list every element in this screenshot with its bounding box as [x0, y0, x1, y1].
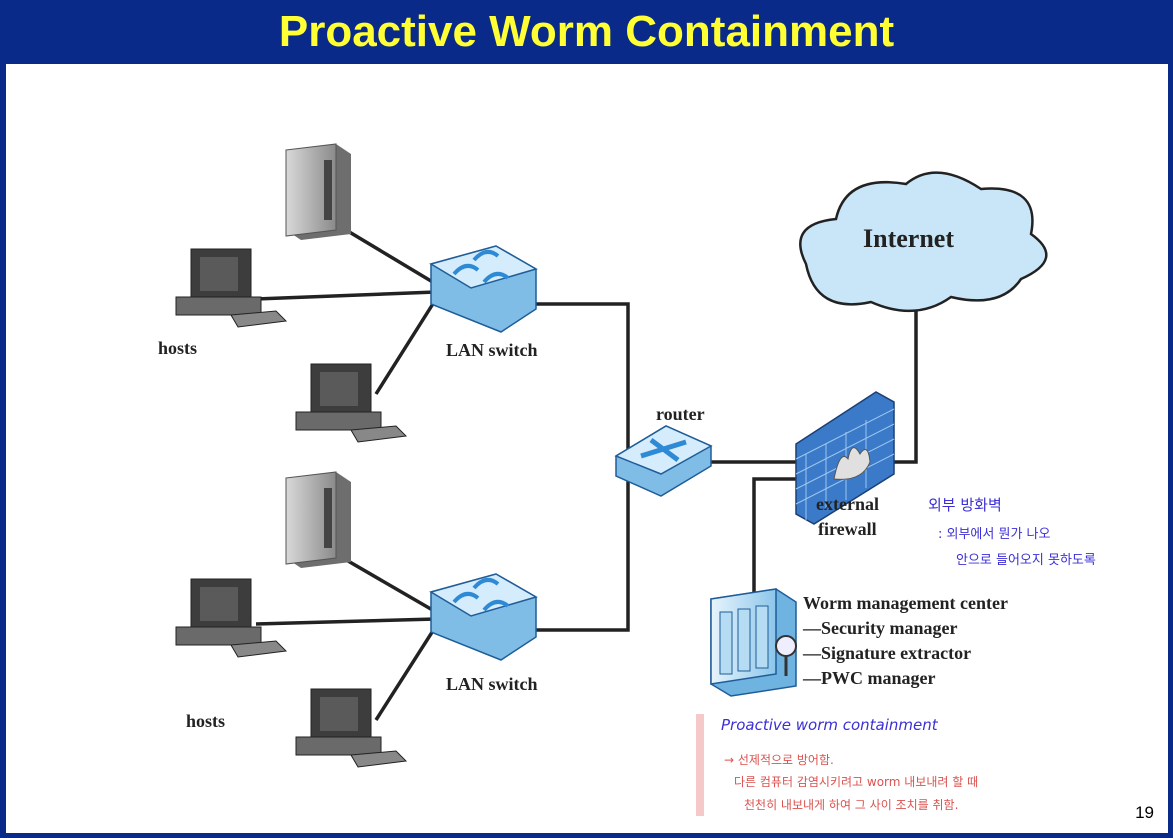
wmc-signature-extractor: —Signature extractor: [802, 643, 971, 663]
pwc-note-line2: 다른 컴퓨터 감염시키려고 worm 내보내려 할 때: [734, 775, 978, 789]
internet-label: Internet: [863, 224, 954, 253]
lan-switch-icon: [429, 245, 538, 333]
network-diagram: hosts LAN switch router Internet externa…: [158, 143, 1096, 816]
router-label: router: [656, 404, 705, 424]
internet-cloud-icon: [799, 171, 1048, 313]
wmc-pwc-manager: —PWC manager: [802, 668, 935, 688]
wmc-title-label: Worm management center: [803, 593, 1008, 613]
server-tower-icon: [285, 471, 351, 568]
lan-switch-icon: [429, 573, 538, 661]
lan-switch-label: LAN switch: [446, 340, 538, 360]
external-label: external: [816, 494, 879, 514]
firewall-note-line1: 외부 방화벽: [928, 496, 1002, 514]
slide-title: Proactive Worm Containment: [278, 7, 895, 56]
hosts-label: hosts: [158, 338, 197, 358]
host-computer-icon: [175, 578, 288, 658]
worm-management-center-icon: [710, 588, 797, 697]
connection-lines: [255, 222, 918, 721]
lan-switch-label: LAN switch: [446, 674, 538, 694]
hosts-label: hosts: [186, 711, 225, 731]
host-computer-icon: [175, 248, 288, 328]
wmc-security-manager: —Security manager: [802, 618, 957, 638]
diagram-panel: hosts LAN switch router Internet externa…: [6, 64, 1168, 833]
firewall-icon: [795, 391, 895, 525]
pwc-note-line3: 천천히 내보내게 하여 그 사이 조치를 취함.: [744, 797, 958, 812]
host-computer-icon: [295, 363, 408, 443]
firewall-note-line2: : 외부에서 뭔가 나오: [938, 527, 1050, 542]
pwc-note-heading: Proactive worm containment: [721, 716, 939, 734]
pwc-note-line1: → 선제적으로 방어함.: [724, 753, 834, 767]
server-tower-icon: [285, 143, 351, 240]
host-computer-icon: [295, 688, 408, 768]
firewall-label: firewall: [818, 519, 877, 539]
firewall-note-line3: 안으로 들어오지 못하도록: [956, 553, 1096, 568]
page-number: 19: [1135, 803, 1154, 822]
note-bar: [696, 714, 704, 816]
router-icon: [614, 425, 713, 497]
